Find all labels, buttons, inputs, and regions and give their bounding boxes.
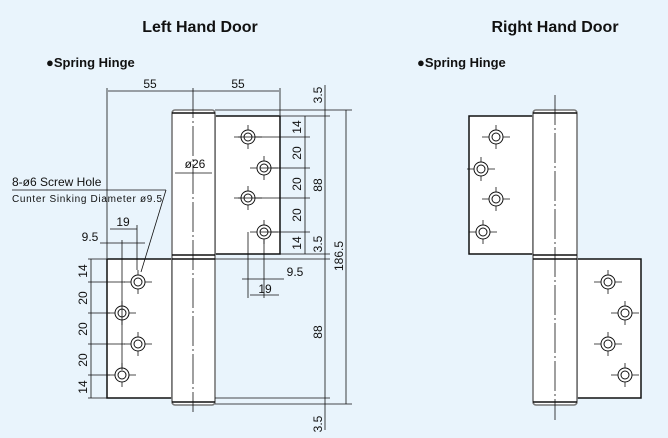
- barrel: [171, 109, 216, 406]
- dim-upper-20b: 20: [290, 177, 304, 191]
- screw-holes: [467, 125, 639, 387]
- dim-upper-14b: 14: [290, 236, 304, 250]
- left-door-title: Left Hand Door: [142, 19, 258, 36]
- dim-upper-14a: 14: [290, 120, 304, 134]
- dim-lower-14b: 14: [76, 380, 90, 394]
- dim-lower-19: 19: [116, 215, 130, 229]
- dim-lower-20a: 20: [76, 291, 90, 305]
- dim-lower-20c: 20: [76, 353, 90, 367]
- dim-width-left: 55: [143, 77, 157, 91]
- dim-upper-20a: 20: [290, 146, 304, 160]
- left-hinge: 55 55 3.5 14 20 20 20 14 88 3.5 186.5 ø2…: [12, 77, 352, 432]
- dim-upper-88: 88: [311, 178, 325, 192]
- left-subtitle: ●Spring Hinge: [46, 55, 135, 70]
- countersink-note: Cunter Sinking Diameter ø9.5: [12, 194, 162, 205]
- dim-width-right: 55: [231, 77, 245, 91]
- dimension-lines: [12, 85, 352, 430]
- right-door-title: Right Hand Door: [491, 19, 618, 36]
- right-hinge: [467, 95, 642, 420]
- dim-lower-88: 88: [311, 325, 325, 339]
- dim-top-gap: 3.5: [311, 86, 325, 103]
- dim-upper-19: 19: [258, 282, 272, 296]
- dim-upper-20c: 20: [290, 208, 304, 222]
- dim-barrel-diameter: ø26: [185, 157, 206, 171]
- dim-total-height: 186.5: [332, 241, 346, 271]
- right-subtitle: ●Spring Hinge: [417, 55, 506, 70]
- dim-bottom-gap: 3.5: [311, 415, 325, 432]
- dim-mid-gap: 3.5: [311, 235, 325, 252]
- dim-lower-20b: 20: [76, 322, 90, 336]
- dim-lower-9-5: 9.5: [82, 230, 99, 244]
- screw-hole-note: 8-ø6 Screw Hole: [12, 175, 102, 189]
- dim-lower-14a: 14: [76, 264, 90, 278]
- dim-upper-9-5: 9.5: [287, 265, 304, 279]
